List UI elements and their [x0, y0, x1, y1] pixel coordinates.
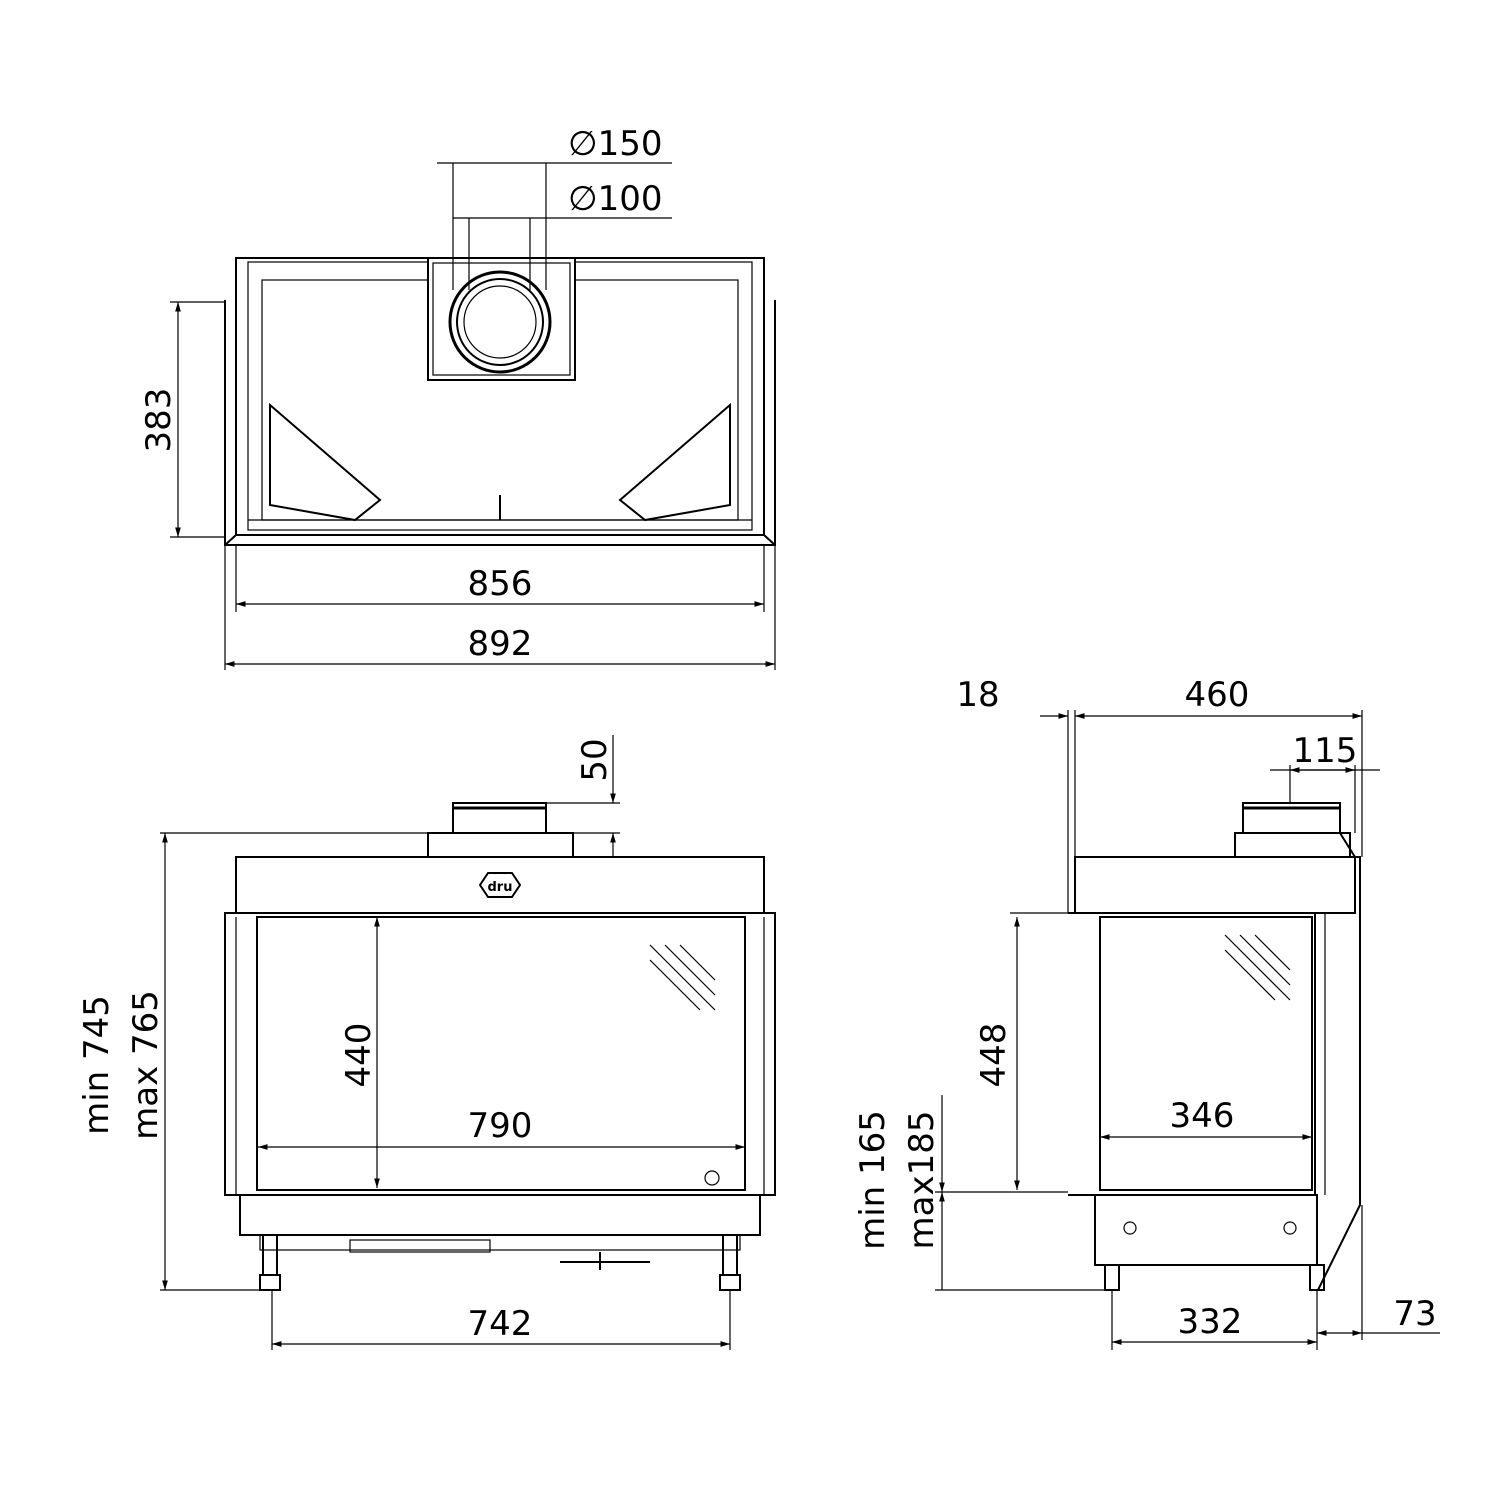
- front-left-leg: [262, 1234, 278, 1276]
- flue-outer-diameter: ∅150: [568, 124, 663, 164]
- svg-text:dru: dru: [488, 880, 513, 895]
- manufacturer-logo: dru: [478, 872, 522, 898]
- side-front-leg: [1104, 1264, 1120, 1291]
- glass-width-label: 790: [468, 1106, 533, 1146]
- front-height-min: min 745: [77, 995, 117, 1135]
- front-view: dru min 745 max 765 50 440 790 742: [77, 735, 776, 1350]
- rear-offset-label: 73: [1393, 1294, 1436, 1334]
- flue-collar: [427, 257, 576, 381]
- flue-inner-diameter: ∅100: [568, 179, 663, 219]
- front-height-max: max 765: [126, 990, 166, 1140]
- side-view: 18 460 115 448 min 165 max185 346 332 73: [853, 675, 1440, 1350]
- top-depth-label: 383: [139, 388, 179, 453]
- right-burner-bracket: [618, 402, 731, 522]
- collar-height-label: 50: [575, 738, 615, 781]
- glass-height-label: 440: [339, 1023, 379, 1088]
- outer-width-label: 892: [468, 624, 533, 664]
- side-rear-leg: [1309, 1264, 1325, 1291]
- base-height-min: min 165: [853, 1110, 893, 1250]
- side-glass-height-label: 448: [974, 1023, 1014, 1088]
- flue-offset-label: 115: [1293, 731, 1358, 771]
- front-right-leg: [722, 1234, 738, 1276]
- side-glass-width-label: 346: [1170, 1096, 1235, 1136]
- side-depth-label: 460: [1185, 675, 1250, 715]
- frame-offset-label: 18: [956, 675, 999, 715]
- leg-spacing-label: 742: [468, 1304, 533, 1344]
- side-leg-spacing-label: 332: [1178, 1302, 1243, 1342]
- left-burner-bracket: [269, 402, 382, 522]
- inner-width-label: 856: [468, 564, 533, 604]
- top-view: ∅150 ∅100 383 856 892: [139, 124, 776, 670]
- base-height-max: max185: [902, 1111, 942, 1250]
